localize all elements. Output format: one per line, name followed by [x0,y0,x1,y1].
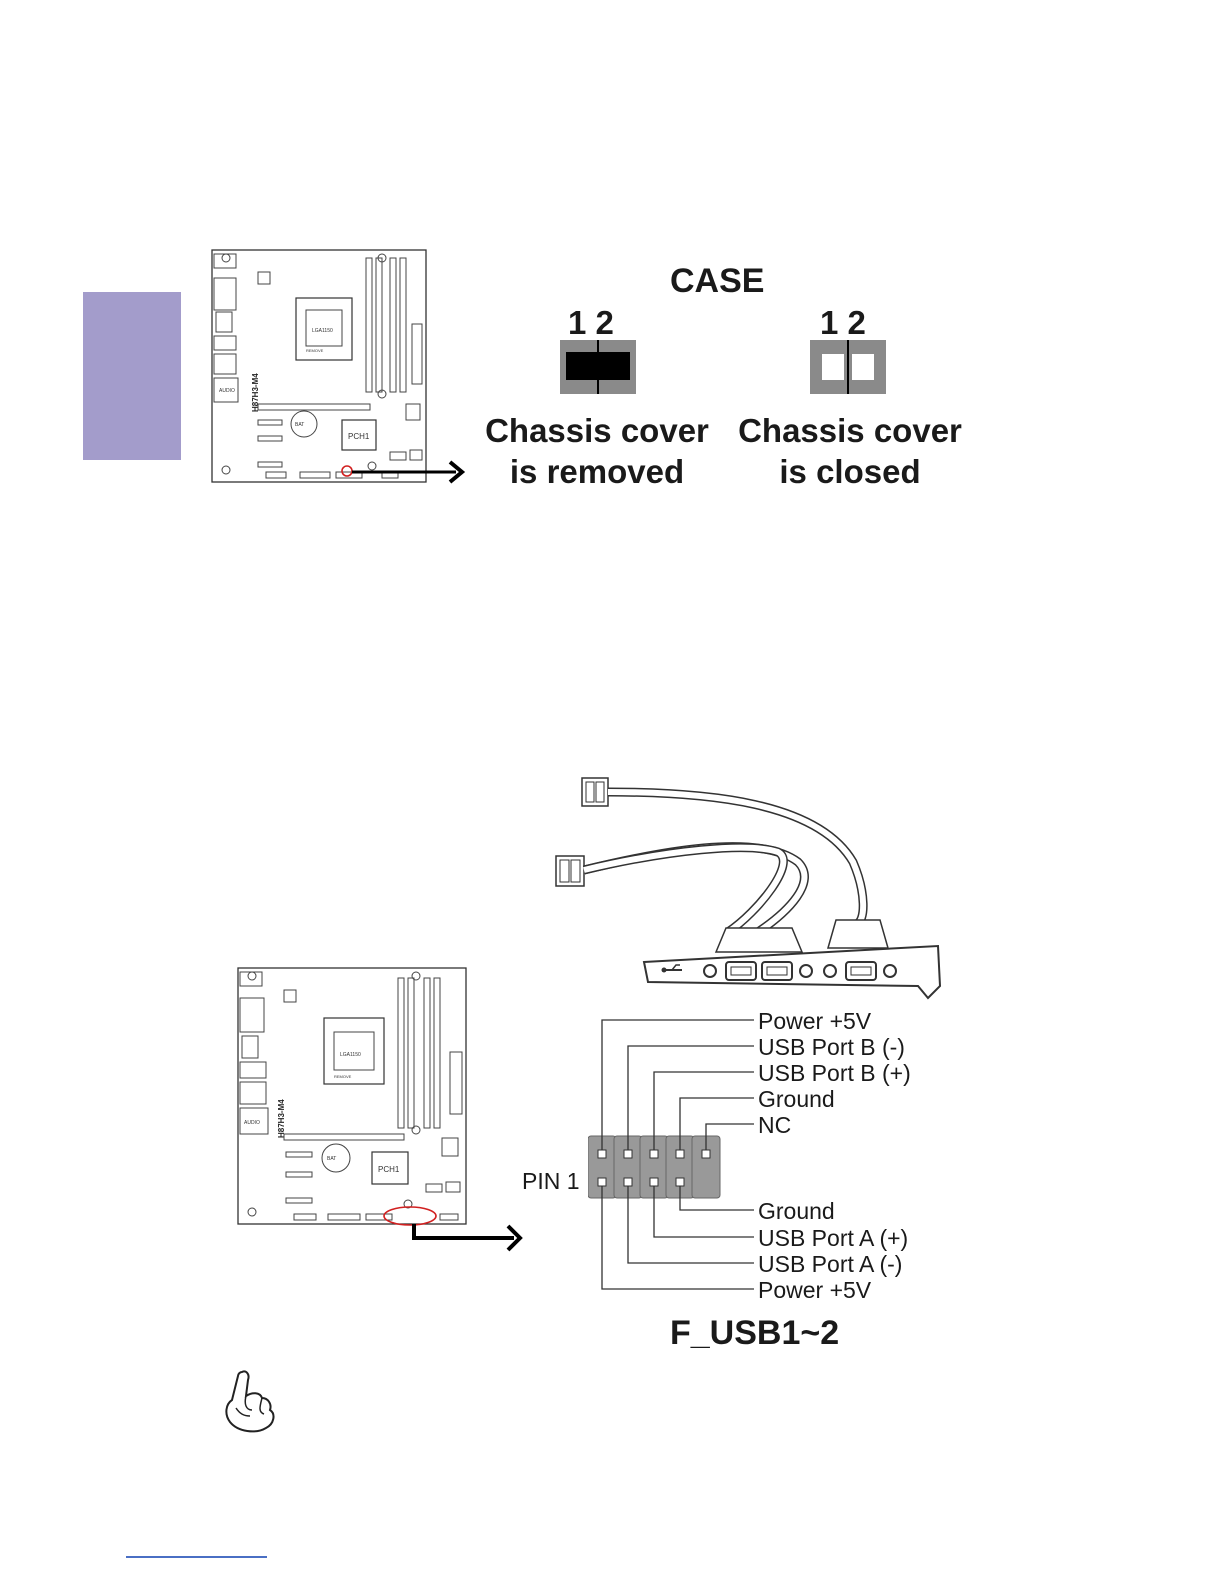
board2-socket-mark: REMOVE [334,1074,352,1079]
jumper-closed-cap [560,340,638,396]
jumper-open-pins [810,340,888,396]
board2-model-label: H87H3-M4 [277,1099,286,1138]
footer-rule [126,1556,267,1558]
board1-socket-label: LGA1150 [312,328,333,334]
pin1-label: PIN 1 [522,1168,580,1195]
usb-top-pin-1: Power +5V [758,1008,871,1035]
usb-pin-header-diagram [588,1012,768,1302]
usb-top-pin-2: USB Port B (-) [758,1034,905,1061]
usb-bottom-pin-1: Ground [758,1198,835,1225]
usb-top-pin-3: USB Port B (+) [758,1060,911,1087]
case-closed-line2: is closed [730,451,970,492]
board2-socket-label: LGA1150 [340,1052,361,1058]
chapter-side-tab [83,292,181,460]
case-removed-pin-numbers: 1 2 [568,304,614,342]
motherboard-diagram-case: AUDIO H87H3-M4 LGA1150 REMOVE BAT PCH1 [206,244,476,490]
usb-bottom-pin-2: USB Port A (+) [758,1225,908,1252]
usb-top-pin-4: Ground [758,1086,835,1113]
case-title: CASE [670,262,764,301]
case-removed-line2: is removed [472,451,722,492]
board1-socket-mark: REMOVE [306,348,324,353]
case-removed-line1: Chassis cover [472,410,722,451]
case-closed-pin-numbers: 1 2 [820,304,866,342]
usb-bottom-pin-3: USB Port A (-) [758,1251,902,1278]
board2-chip-label: PCH1 [378,1165,400,1174]
board1-audio-label: AUDIO [219,388,235,394]
motherboard-diagram-usb: AUDIO H87H3-M4 LGA1150 REMOVE BAT PCH1 [228,962,528,1258]
board1-chip-label: PCH1 [348,432,370,441]
board1-battery-label: BAT [295,422,304,428]
usb-top-pin-5: NC [758,1112,791,1139]
usb-bracket-illustration [548,772,948,1004]
case-closed-line1: Chassis cover [730,410,970,451]
pointing-hand-icon [220,1366,280,1436]
board2-audio-label: AUDIO [244,1120,260,1126]
usb-section-title: F_USB1~2 [670,1314,839,1353]
board1-model-label: H87H3-M4 [251,373,260,412]
usb-bottom-pin-4: Power +5V [758,1277,871,1304]
board2-battery-label: BAT [327,1156,336,1162]
